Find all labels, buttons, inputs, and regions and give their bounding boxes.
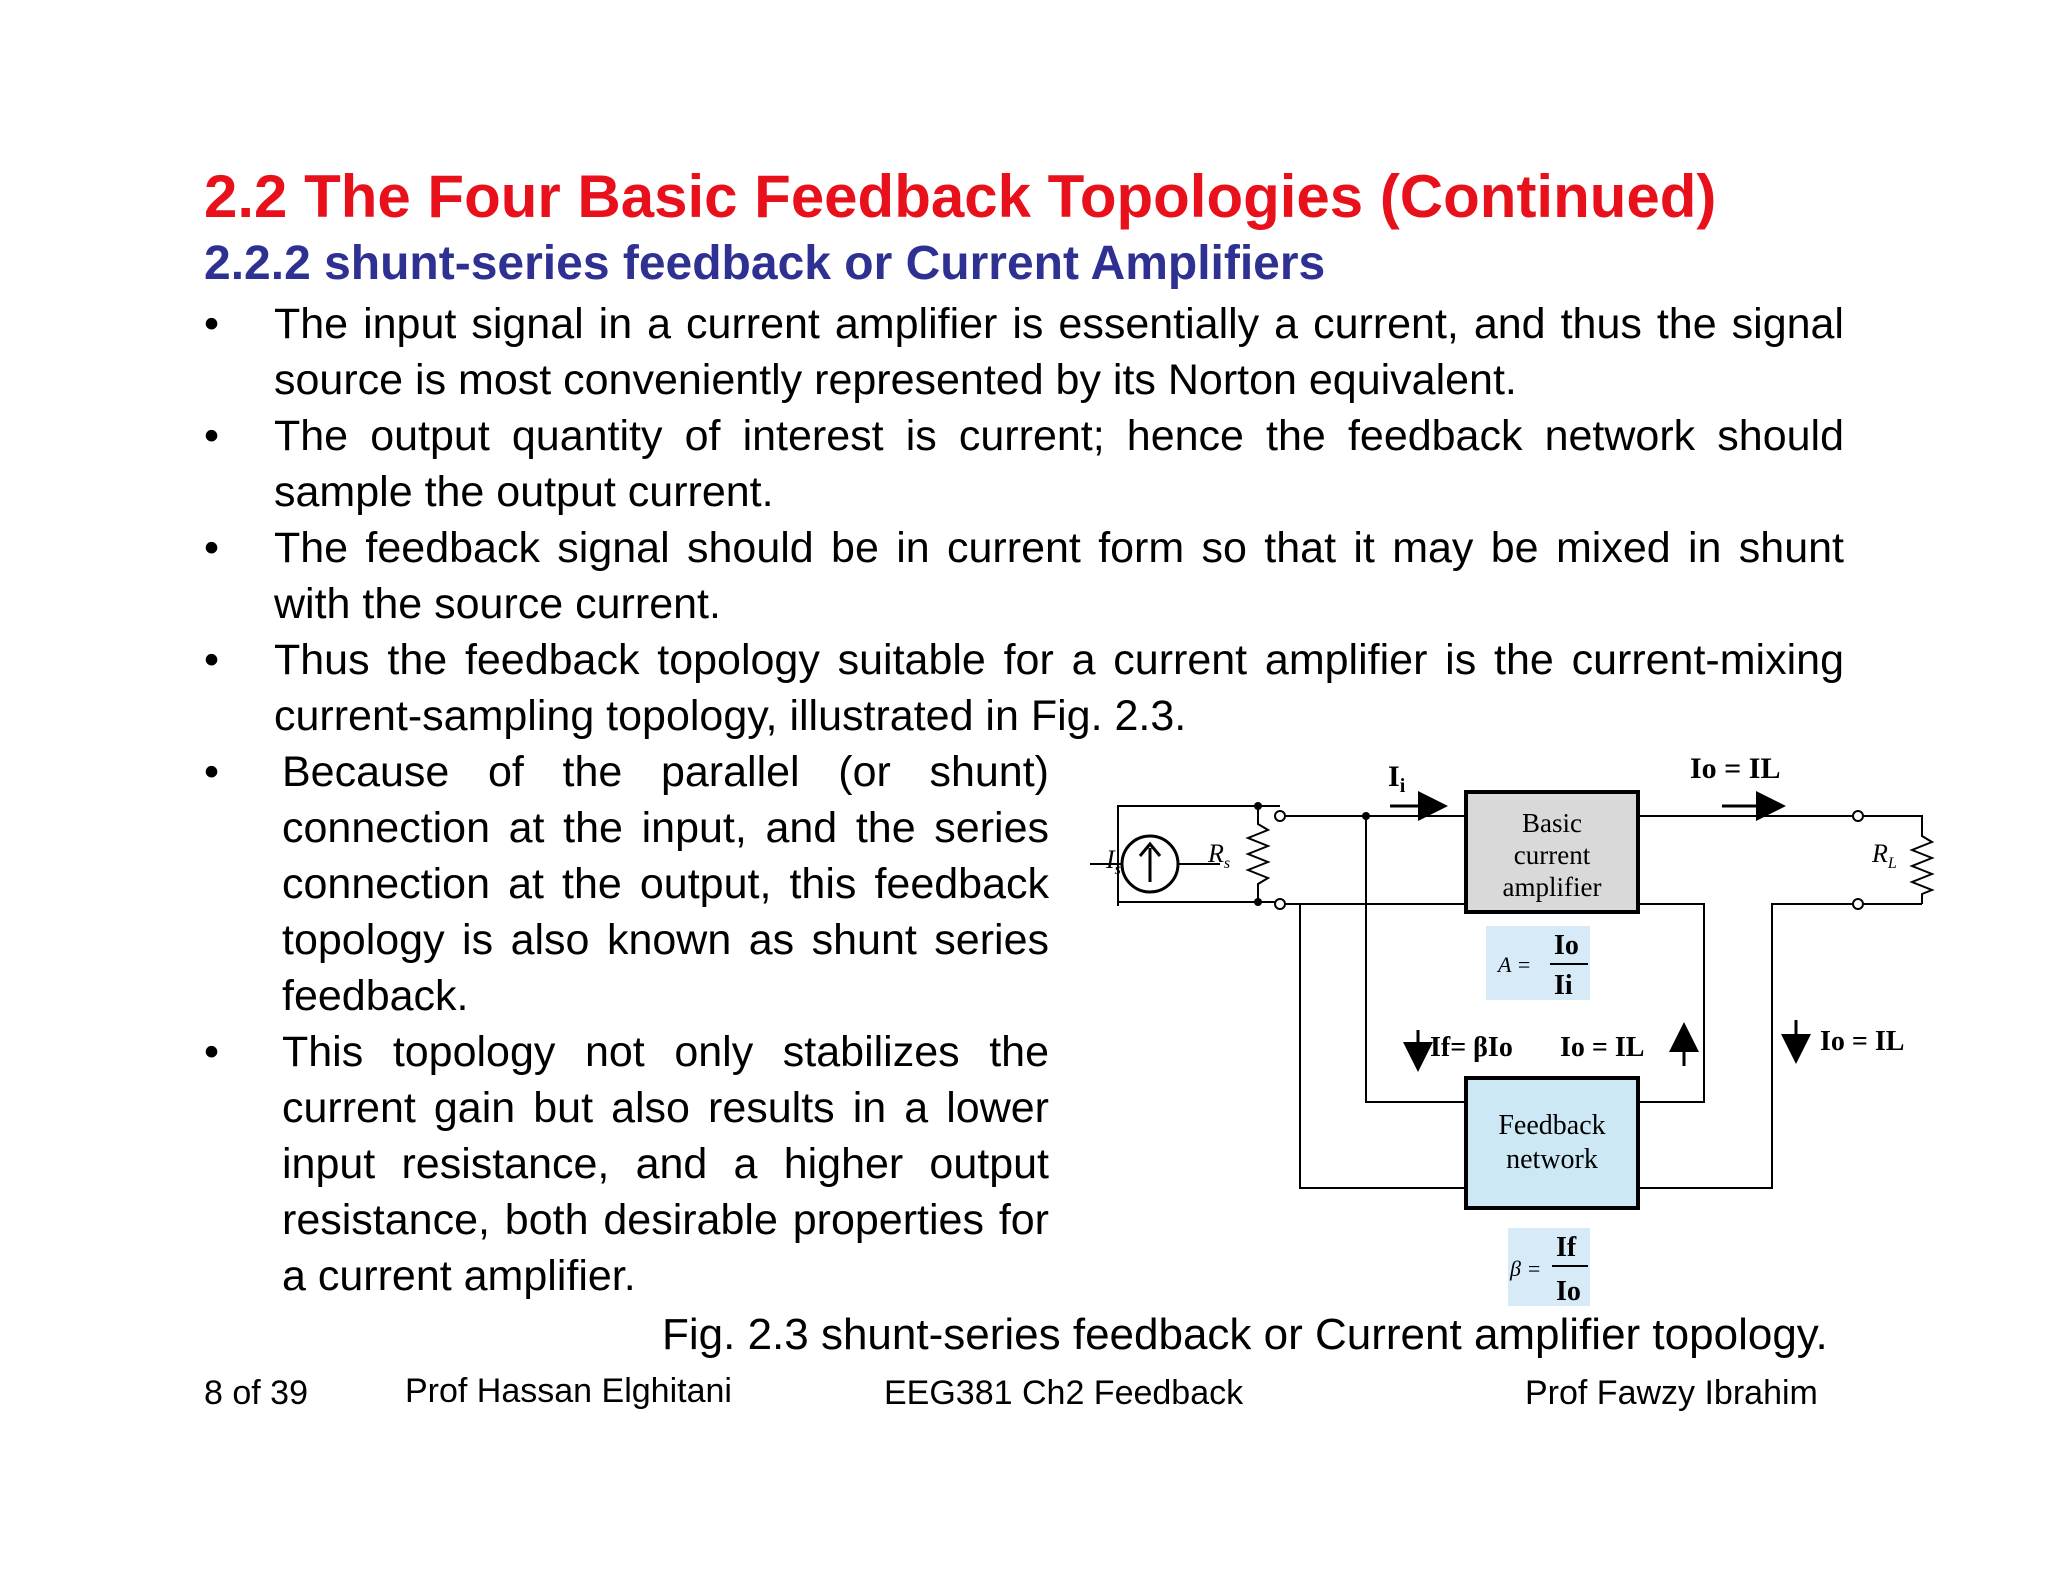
wire	[1864, 815, 1923, 824]
io-il-mid-label: Io = IL	[1560, 1032, 1644, 1063]
bullet-text: Thus the feedback topology suitable for …	[274, 636, 1844, 740]
a-denominator: Ii	[1554, 970, 1573, 1001]
io-il-top-label: Io = IL	[1690, 752, 1780, 785]
resistor-rl	[1909, 824, 1935, 904]
bullet-text: The feedback signal should be in current…	[274, 524, 1844, 628]
wire	[1299, 904, 1466, 1189]
amp-label-2: current	[1514, 840, 1591, 870]
bullet-item: • The feedback signal should be in curren…	[204, 520, 1844, 632]
node-dot	[1254, 898, 1262, 906]
terminal	[1852, 898, 1864, 910]
ii-label: Ii	[1388, 760, 1406, 797]
bullet-dot: •	[204, 1028, 220, 1076]
basic-amplifier-box	[1464, 790, 1640, 914]
terminal	[1274, 898, 1286, 910]
wire	[1638, 903, 1854, 1189]
bullet-list-full: • The input signal in a current amplifier…	[204, 296, 1844, 744]
wire	[1638, 903, 1705, 1103]
rs-label: Rs	[1207, 839, 1230, 872]
bullet-dot: •	[204, 748, 220, 796]
footer-author1: Prof Hassan Elghitani	[405, 1372, 732, 1410]
b-numerator: If	[1556, 1232, 1577, 1263]
amp-label-1: Basic	[1522, 808, 1582, 838]
a-numerator: Io	[1554, 930, 1579, 961]
slide-title: 2.2 The Four Basic Feedback Topologies (…	[204, 163, 1717, 230]
figure-caption: Fig. 2.3 shunt-series feedback or Curren…	[662, 1310, 1828, 1359]
fb-label-1: Feedback	[1498, 1110, 1605, 1141]
bullet-text: This topology not only stabilizes the cu…	[282, 1028, 1049, 1300]
footer-course: EEG381 Ch2 Feedback	[884, 1374, 1244, 1412]
bullet-item: • The output quantity of interest is curr…	[204, 408, 1844, 520]
footer-author2: Prof Fawzy Ibrahim	[1525, 1374, 1818, 1412]
bullet-item: • Thus the feedback topology suitable for…	[204, 632, 1844, 744]
bullet-text: Because of the parallel (or shunt) conne…	[282, 748, 1049, 1020]
rl-label: RL	[1871, 839, 1897, 872]
node-dot	[1254, 802, 1262, 810]
bullet-dot: •	[204, 524, 220, 572]
bullet-item: • This topology not only stabilizes the c…	[204, 1024, 1049, 1304]
bullet-list-narrow: • Because of the parallel (or shunt) conn…	[204, 744, 1049, 1304]
a-prefix: A =	[1496, 952, 1531, 977]
b-prefix: β =	[1509, 1256, 1541, 1281]
feedback-network-box	[1464, 1076, 1640, 1210]
wire	[1117, 864, 1280, 903]
b-denominator: Io	[1556, 1276, 1581, 1307]
amp-label-3: amplifier	[1503, 872, 1602, 902]
is-label: Is	[1105, 845, 1121, 878]
bullet-text: The input signal in a current amplifier …	[274, 300, 1844, 404]
bullet-text: The output quantity of interest is curre…	[274, 412, 1844, 516]
bullet-dot: •	[204, 412, 220, 460]
bullet-item: • Because of the parallel (or shunt) conn…	[204, 744, 1049, 1024]
wire	[1365, 816, 1466, 1103]
resistor-rs	[1245, 806, 1271, 902]
bullet-dot: •	[204, 636, 220, 684]
fb-label-2: network	[1506, 1144, 1598, 1175]
slide-subtitle: 2.2.2 shunt-series feedback or Current A…	[204, 237, 1326, 290]
bullet-item: • The input signal in a current amplifier…	[204, 296, 1844, 408]
terminal	[1274, 810, 1286, 822]
arrow-up-icon	[1138, 841, 1162, 882]
node-dot	[1362, 812, 1370, 820]
feedback-topology-diagram: Basic current amplifier Feedback network…	[1090, 752, 1935, 1307]
if-label: If= βIo	[1430, 1032, 1513, 1063]
terminal	[1852, 810, 1864, 822]
io-il-right-label: Io = IL	[1820, 1026, 1904, 1057]
footer-page: 8 of 39	[204, 1374, 308, 1412]
bullet-dot: •	[204, 300, 220, 348]
